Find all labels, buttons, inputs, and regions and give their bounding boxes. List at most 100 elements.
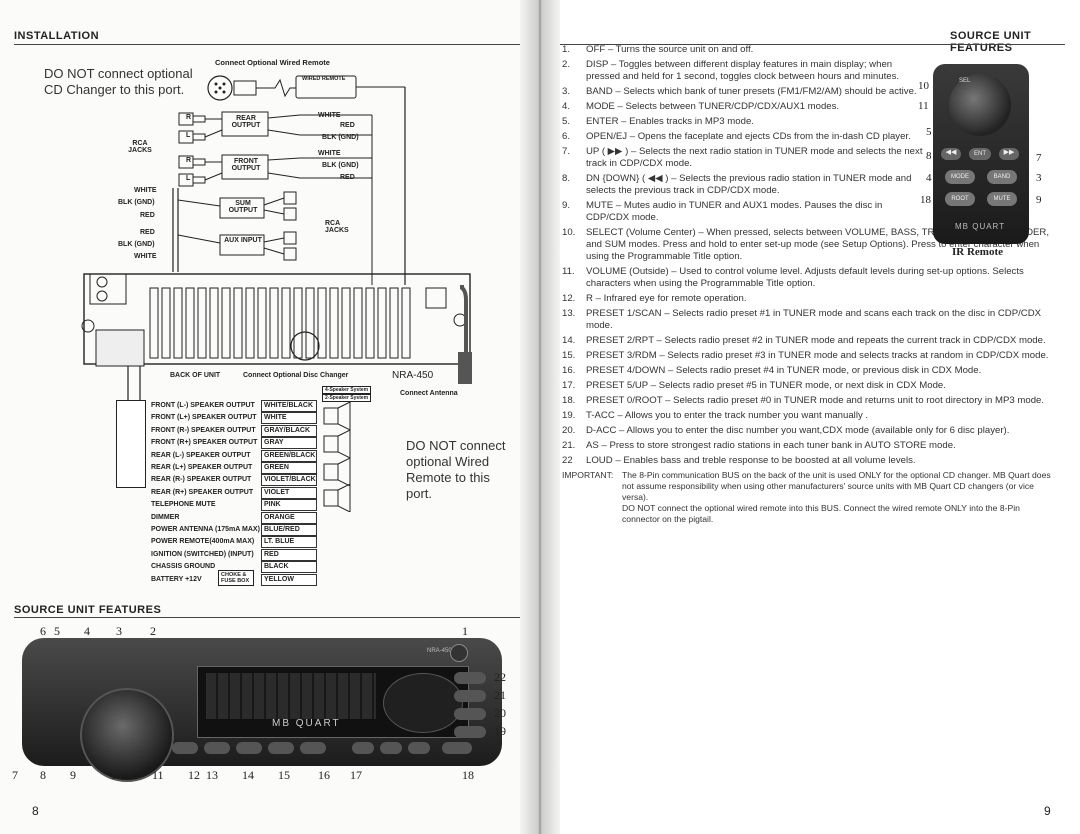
rca-color: RED: [340, 122, 355, 129]
callout-number: 14: [242, 768, 254, 782]
feature-text: PRESET 4/DOWN – Selects radio preset #4 …: [586, 365, 982, 376]
feature-number: 8.: [562, 173, 571, 184]
loud-button[interactable]: [454, 672, 486, 684]
d-acc-button[interactable]: [454, 708, 486, 720]
feature-item: 8. DN {DOWN} ( ◀◀ ) – Selects the previou…: [562, 173, 926, 197]
feature-text: R – Infrared eye for remote operation.: [586, 293, 747, 304]
up-button[interactable]: [352, 742, 374, 754]
preset-5-button[interactable]: [300, 742, 326, 754]
wire-color: VIOLET: [261, 486, 317, 499]
remote-callout-3: 3: [1036, 172, 1042, 184]
down-button[interactable]: [380, 742, 402, 754]
preset-1-button[interactable]: [172, 742, 198, 754]
front-output-label: FRONT OUTPUT: [231, 158, 261, 172]
remote-select-knob[interactable]: SEL: [949, 74, 1011, 136]
feature-text: DISP – Toggles between different display…: [586, 59, 900, 82]
wire-color: BLUE/RED: [261, 524, 317, 536]
feature-number: 9.: [562, 200, 571, 211]
feature-text: DN {DOWN} ( ◀◀ ) – Selects the previous …: [586, 173, 912, 196]
callout-number: 6: [40, 624, 46, 638]
rca-jacks-left-label: RCA JACKS: [128, 140, 152, 154]
feature-item: 13.PRESET 1/SCAN – Selects radio preset …: [562, 308, 1052, 332]
faceplate-model: NRA-450: [427, 648, 452, 654]
wire-color: WHITE: [261, 412, 317, 425]
t-acc-button[interactable]: [454, 726, 486, 738]
four-speaker-label: 4-Speaker System: [322, 386, 372, 394]
faceplate: MB QUART NRA-450: [22, 638, 502, 782]
preset-2-button[interactable]: [204, 742, 230, 754]
feature-number: 17.: [562, 380, 576, 391]
wire-function: FRONT (R-) SPEAKER OUTPUT: [151, 426, 256, 434]
feature-item: 2.DISP – Toggles between different displ…: [562, 59, 926, 83]
preset-4-button[interactable]: [268, 742, 294, 754]
two-speaker-label: 2-Speaker System: [322, 394, 372, 402]
remote-down-button[interactable]: ◀◀: [941, 148, 961, 160]
feature-item: 17.PRESET 5/UP – Selects radio preset #5…: [562, 380, 1052, 392]
wire-function: FRONT (L+) SPEAKER OUTPUT: [151, 414, 257, 422]
power-button[interactable]: [450, 644, 468, 662]
feature-item: 16.PRESET 4/DOWN – Selects radio preset …: [562, 365, 1052, 377]
feature-item: 3.BAND – Selects which bank of tuner pre…: [562, 86, 926, 98]
installation-header: Installation: [14, 30, 100, 42]
feature-number: 3.: [562, 86, 571, 97]
as-button[interactable]: [454, 690, 486, 702]
feature-number: 18.: [562, 395, 576, 406]
wire-color: GREEN: [261, 462, 317, 474]
wire-function: REAR (R+) SPEAKER OUTPUT: [151, 488, 254, 496]
feature-list: 1.OFF – Turns the source unit on and off…: [562, 44, 1052, 525]
important-text-1: The 8-Pin communication BUS on the back …: [622, 470, 1051, 502]
feature-number: 5.: [562, 116, 571, 127]
volume-knob[interactable]: [80, 688, 174, 782]
feature-item: 10.SELECT (Volume Center) – When pressed…: [562, 227, 1052, 263]
feature-item: 20.D-ACC – Allows you to enter the disc …: [562, 425, 1052, 437]
wire-function: IGNITION (SWITCHED) (INPUT): [151, 550, 254, 558]
remote-mute-button[interactable]: MUTE: [987, 192, 1017, 206]
wire-row: FRONT (L+) SPEAKER OUTPUT WHITE: [151, 412, 317, 425]
important-text-2: DO NOT connect the optional wired remote…: [622, 503, 1020, 524]
remote-brand: MB QUART: [955, 222, 1006, 231]
feature-text: UP ( ▶▶ ) – Selects the next radio stati…: [586, 146, 923, 169]
feature-text: AS – Press to store strongest radio stat…: [586, 440, 956, 451]
wire-function: TELEPHONE MUTE: [151, 501, 216, 509]
remote-mode-button[interactable]: MODE: [945, 170, 975, 184]
rca-color: BLK (GND): [322, 162, 359, 169]
remote-enter-button[interactable]: ENT: [969, 148, 991, 160]
feature-item: 4.MODE – Selects between TUNER/CDP/CDX/A…: [562, 101, 926, 113]
section-rule: [14, 617, 524, 618]
mute-button[interactable]: [408, 742, 430, 754]
feature-item: 22 LOUD – Enables bass and treble respons…: [562, 455, 1052, 467]
feature-item: 5.ENTER – Enables tracks in MP3 mode.: [562, 116, 926, 128]
feature-item: 12.R – Infrared eye for remote operation…: [562, 293, 1052, 305]
preset-3-button[interactable]: [236, 742, 262, 754]
feature-item: 15.PRESET 3/RDM – Selects radio preset #…: [562, 350, 1052, 362]
wiring-diagram: [81, 75, 472, 400]
feature-item: 11.VOLUME (Outside) – Used to control vo…: [562, 266, 1052, 290]
remote-callout-8: 8: [926, 150, 932, 162]
feature-item: 18.PRESET 0/ROOT – Selects radio preset …: [562, 395, 1052, 407]
page-number-left: 8: [32, 804, 39, 818]
callout-number: 15: [278, 768, 290, 782]
wire-function: DIMMER: [151, 513, 180, 521]
callout-number: 3: [116, 624, 122, 638]
feature-text: LOUD – Enables bass and treble response …: [586, 455, 916, 466]
callout-number: 18: [462, 768, 474, 782]
wire-function: FRONT (R+) SPEAKER OUTPUT: [151, 439, 258, 447]
remote-band-button[interactable]: BAND: [987, 170, 1017, 184]
right-page: Source Unit Features 9: [540, 0, 1080, 834]
sum-output-label: SUM OUTPUT: [228, 200, 258, 214]
preset-0-button[interactable]: [442, 742, 472, 754]
wire-color: VIOLET/BLACK: [261, 474, 317, 487]
feature-number: 22: [562, 455, 573, 466]
wire-function: BATTERY +12V: [151, 575, 202, 583]
remote-root-button[interactable]: ROOT: [945, 192, 975, 206]
source-unit-features-header-left: Source Unit Features: [14, 604, 162, 616]
rca-color: WHITE: [134, 187, 157, 194]
display-disc: [383, 673, 463, 733]
remote-up-button[interactable]: ▶▶: [999, 148, 1019, 160]
wire-color: GRAY: [261, 437, 317, 450]
rca-r-1: R: [186, 114, 192, 121]
